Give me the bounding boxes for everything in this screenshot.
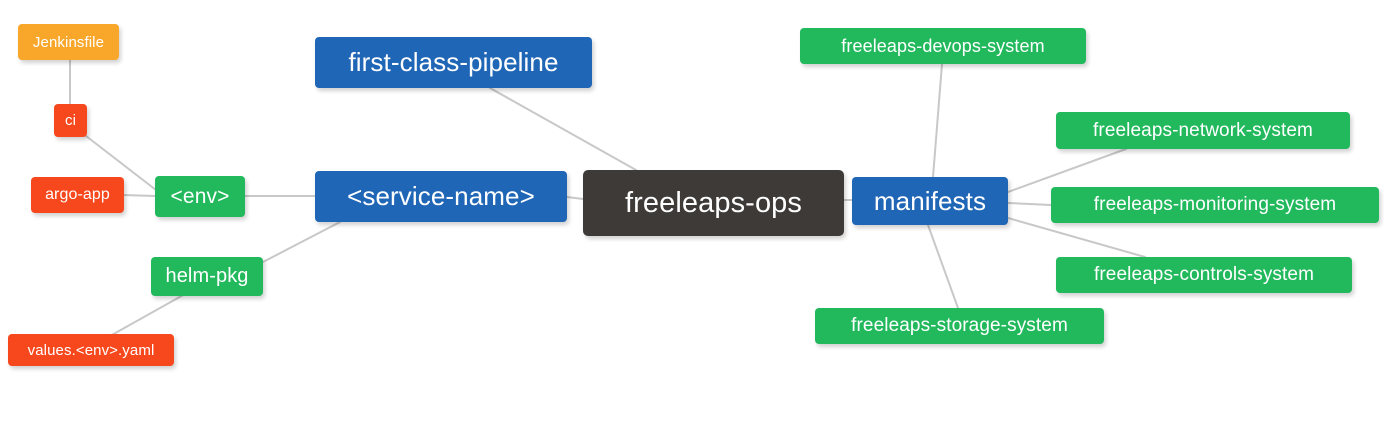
- node-helm-pkg[interactable]: helm-pkg: [151, 257, 263, 296]
- edge-manifests-to-monitoring-system: [1007, 202, 1052, 206]
- node-freeleaps-ops[interactable]: freeleaps-ops: [583, 170, 844, 236]
- node-jenkinsfile[interactable]: Jenkinsfile: [18, 24, 119, 60]
- edge-helm-pkg-to-values-env-yaml: [109, 293, 186, 337]
- node-first-class-pipeline[interactable]: first-class-pipeline: [315, 37, 592, 88]
- node-controls-system[interactable]: freeleaps-controls-system: [1056, 257, 1352, 293]
- edge-manifests-to-controls-system: [1007, 217, 1146, 258]
- edge-service-name-to-freeleaps-ops: [566, 196, 584, 200]
- edge-manifests-to-storage-system: [927, 224, 959, 309]
- node-ci[interactable]: ci: [54, 104, 87, 137]
- node-argo-app[interactable]: argo-app: [31, 177, 124, 213]
- node-devops-system[interactable]: freeleaps-devops-system: [800, 28, 1086, 64]
- node-storage-system[interactable]: freeleaps-storage-system: [815, 308, 1104, 344]
- edge-manifests-to-network-system: [1007, 148, 1127, 193]
- node-service-name[interactable]: <service-name>: [315, 171, 567, 222]
- node-values-env-yaml[interactable]: values.<env>.yaml: [8, 334, 174, 366]
- edge-argo-app-to-env: [123, 194, 156, 197]
- node-network-system[interactable]: freeleaps-network-system: [1056, 112, 1350, 149]
- edge-service-name-to-helm-pkg: [262, 221, 341, 263]
- node-env[interactable]: <env>: [155, 176, 245, 217]
- edge-first-class-pipeline-to-freeleaps-ops: [489, 87, 637, 171]
- node-monitoring-system[interactable]: freeleaps-monitoring-system: [1051, 187, 1379, 223]
- edge-manifests-to-devops-system: [932, 63, 943, 178]
- node-manifests[interactable]: manifests: [852, 177, 1008, 225]
